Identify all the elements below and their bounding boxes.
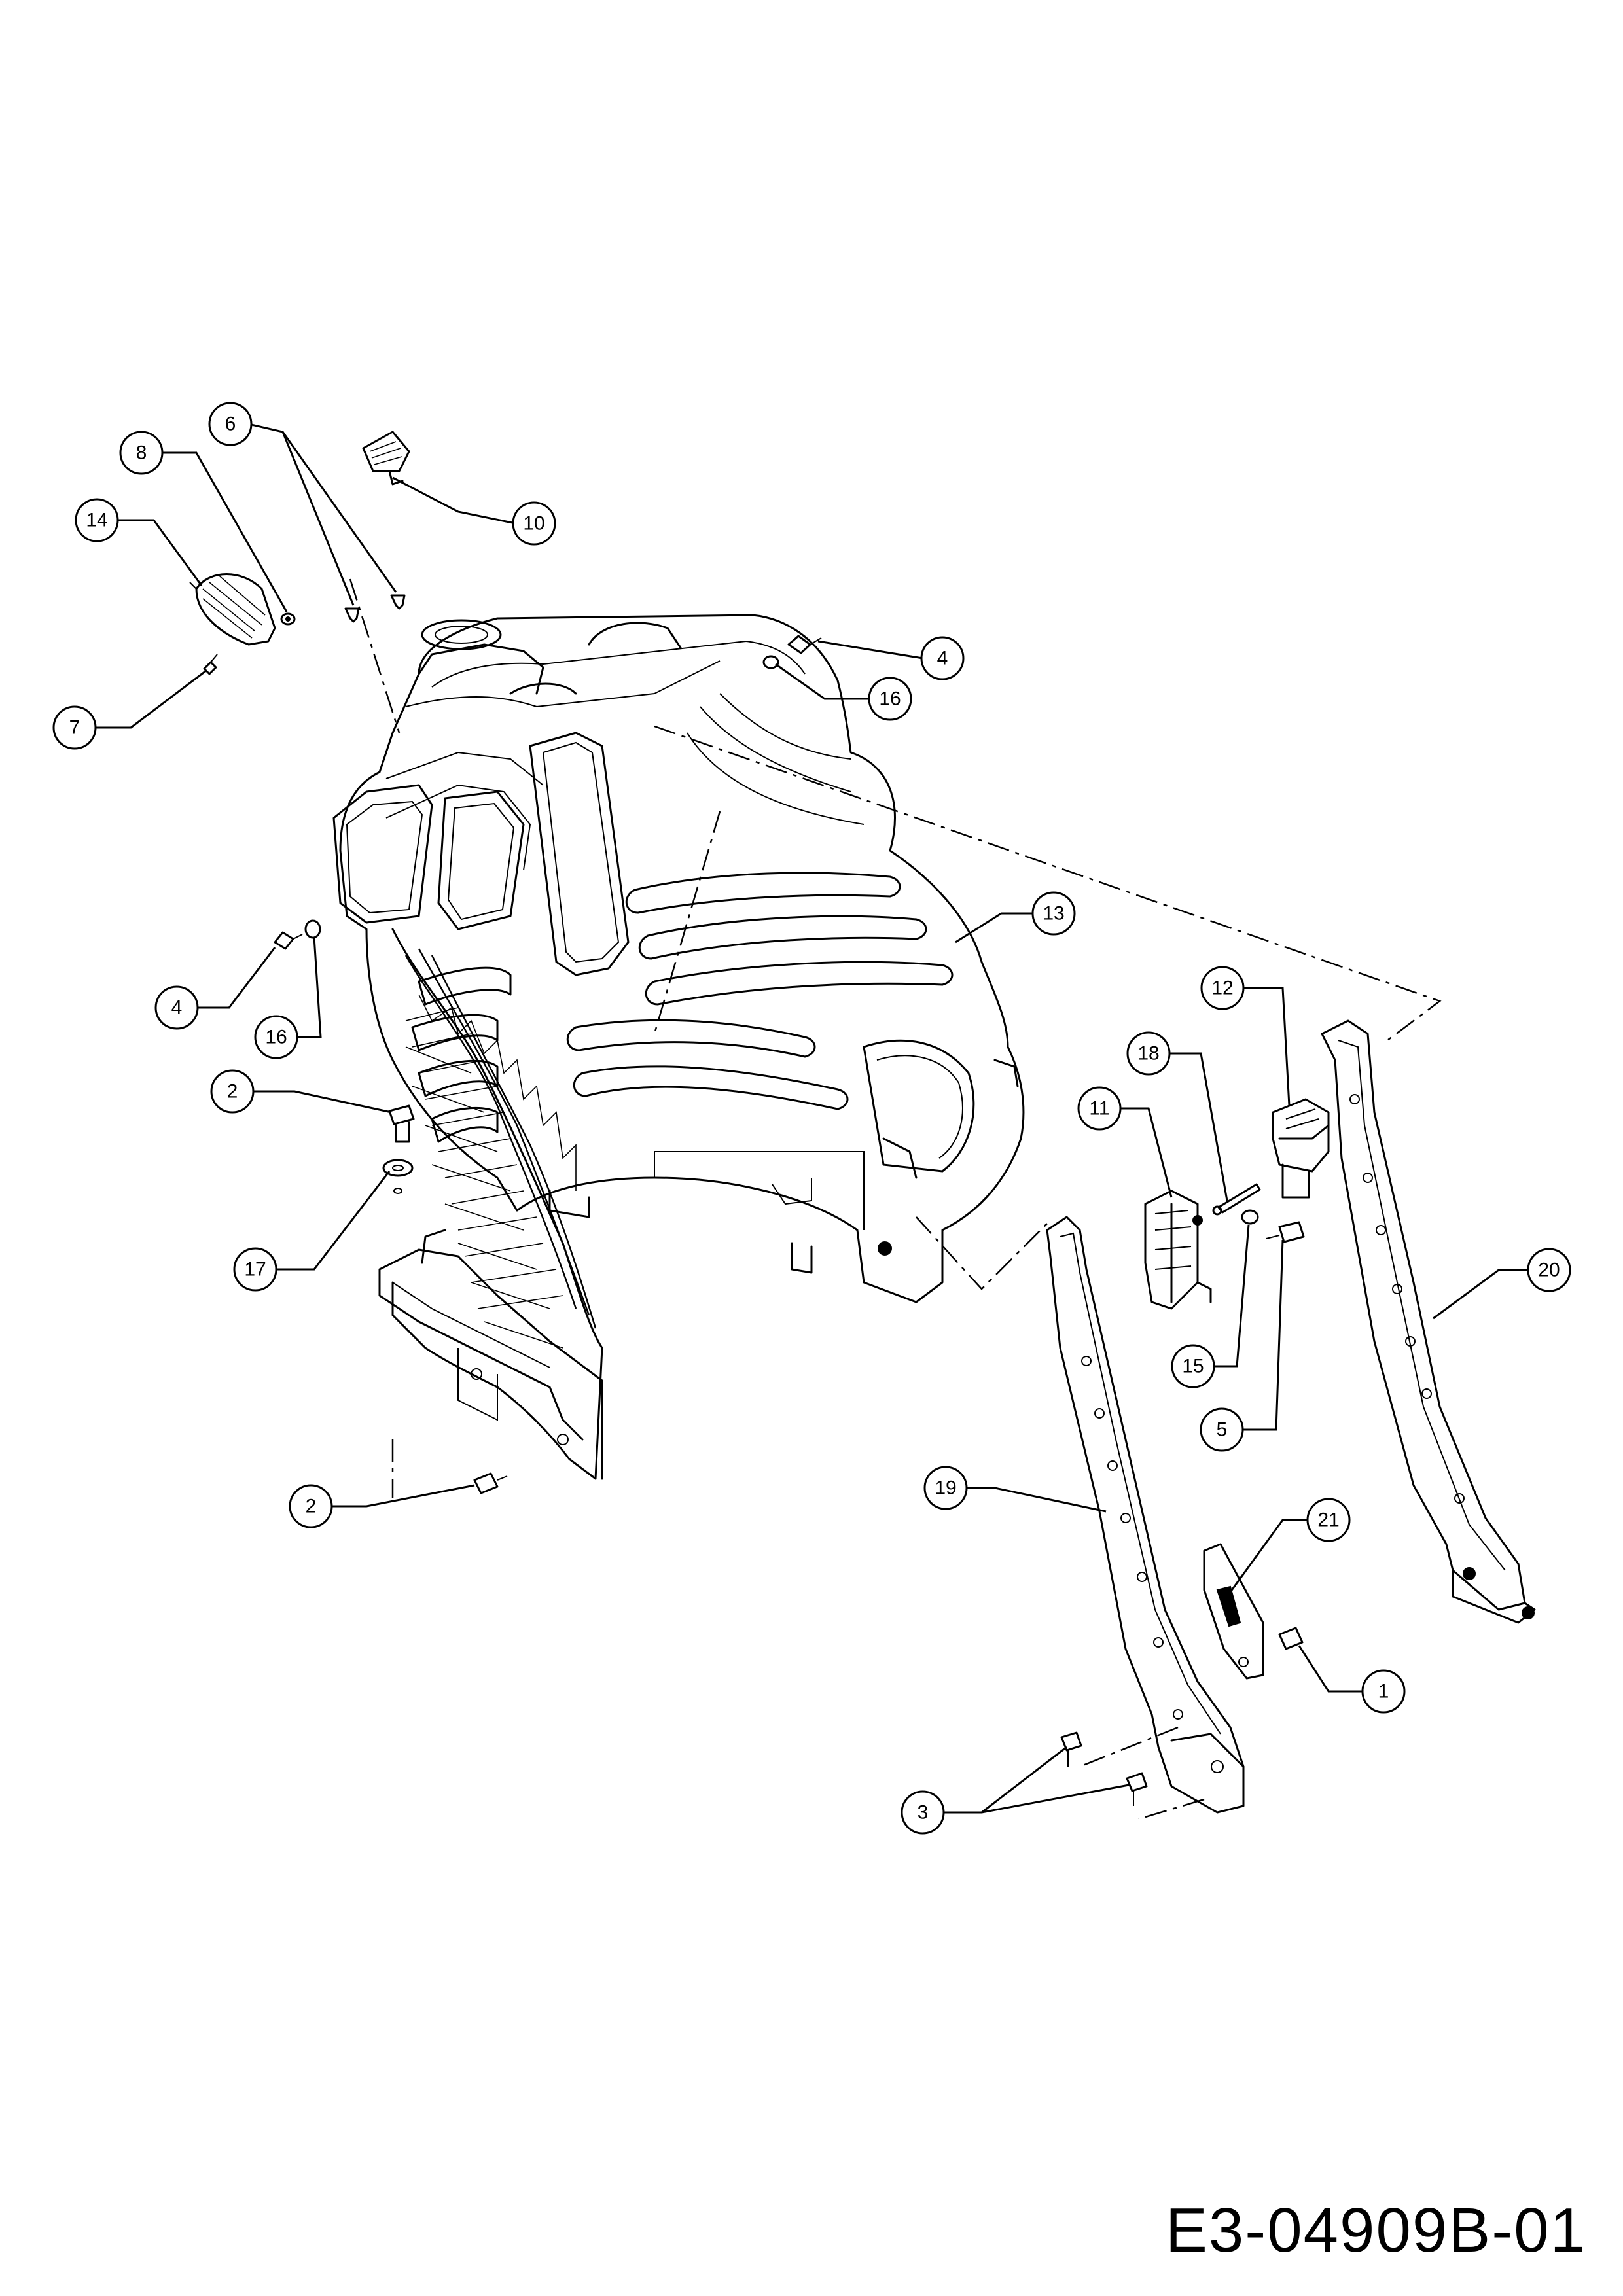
part-8-nut: [280, 612, 296, 626]
alignment-lines: [349, 578, 1442, 1820]
callout: 11: [1077, 1086, 1122, 1131]
callout: 6: [208, 402, 253, 446]
callout: 2: [210, 1069, 255, 1114]
callout: 10: [512, 501, 556, 546]
callout: 4: [154, 985, 199, 1030]
callout: 17: [233, 1247, 277, 1292]
part-5-bolt: [1266, 1221, 1305, 1243]
callout-label: 15: [1182, 1356, 1204, 1377]
callout-label: 4: [171, 997, 183, 1019]
callout: 16: [254, 1015, 298, 1059]
callout-label: 18: [1137, 1043, 1159, 1065]
callout: 8: [119, 431, 164, 475]
callout-label: 11: [1089, 1098, 1109, 1120]
part-1-screw: [1278, 1627, 1304, 1650]
callout-label: 10: [523, 513, 544, 535]
callout: 18: [1126, 1031, 1171, 1076]
callout: 15: [1171, 1344, 1215, 1388]
callout-label: 19: [935, 1477, 956, 1499]
callout-label: 5: [1217, 1419, 1228, 1441]
callout: 5: [1200, 1407, 1244, 1452]
part-20-rail: [1321, 1019, 1536, 1624]
part-12-hinge-bracket: [1272, 1098, 1330, 1199]
part-21-plate: [1203, 1543, 1264, 1680]
callout-label: 12: [1211, 978, 1233, 999]
callout: 3: [901, 1790, 945, 1835]
callout: 4: [920, 636, 965, 680]
part-16-washers: [304, 655, 779, 939]
fender-body: [332, 614, 1025, 1480]
callout-label: 4: [937, 648, 948, 669]
callout-label: 21: [1317, 1510, 1339, 1531]
callout: 14: [75, 498, 119, 542]
part-19-rail: [1046, 1216, 1245, 1814]
part-2-bolts: [388, 1104, 508, 1494]
callout: 19: [923, 1466, 968, 1510]
leader-lines: [93, 423, 1529, 1814]
callout-label: 13: [1043, 903, 1064, 925]
part-4-screws: [274, 635, 822, 950]
part-18-pin: [1212, 1183, 1261, 1216]
callout-label: 8: [136, 442, 147, 464]
callout-label: 20: [1538, 1260, 1560, 1281]
callout-label: 2: [306, 1496, 317, 1517]
drawing-code: E3-04909B-01: [1165, 2195, 1586, 2265]
callout: 13: [1031, 891, 1076, 936]
callout-label: 16: [879, 688, 901, 710]
callout-label: 7: [69, 717, 80, 739]
callout: 2: [289, 1484, 333, 1528]
part-11-latch: [1144, 1190, 1212, 1310]
part-14-cover: [189, 573, 276, 646]
part-17-washer: [382, 1159, 414, 1194]
callout: 7: [52, 705, 97, 750]
part-15-nut: [1241, 1209, 1259, 1225]
callout: 21: [1306, 1498, 1351, 1542]
callout: 16: [868, 677, 912, 721]
callout-label: 14: [86, 510, 107, 531]
callout-label: 16: [265, 1027, 287, 1048]
part-3-bolts: [1060, 1731, 1148, 1806]
part-6-rivets: [344, 594, 406, 623]
part-10-clip: [362, 431, 410, 486]
part-7-screw: [203, 654, 218, 675]
callout-label: 2: [227, 1081, 238, 1103]
callout-label: 6: [225, 414, 236, 435]
callout: 1: [1361, 1669, 1406, 1714]
callout: 20: [1527, 1248, 1571, 1292]
callout-label: 17: [244, 1259, 266, 1280]
callout: 12: [1200, 966, 1245, 1010]
callout-label: 3: [918, 1802, 929, 1824]
callout-label: 1: [1378, 1681, 1389, 1703]
